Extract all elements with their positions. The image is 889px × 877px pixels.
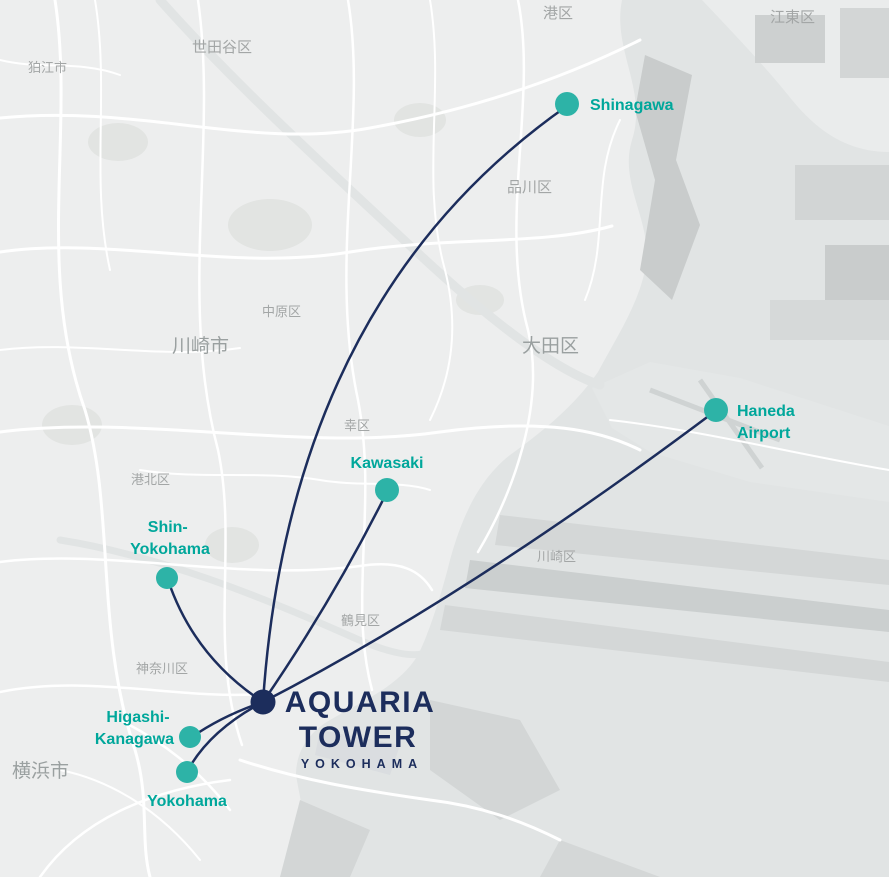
yokohama-pier: [280, 800, 370, 877]
station-label-haneda-airport: Haneda Airport: [737, 403, 799, 442]
district-label-kawasaki-ku: 川崎区: [537, 549, 576, 564]
bay-pier: [770, 300, 889, 340]
hub-subtitle: YOKOHAMA: [301, 757, 423, 771]
route-haneda-airport: [261, 410, 716, 704]
station-dot-shin-yokohama: [156, 567, 178, 589]
kawasaki-pier: [440, 605, 889, 682]
district-label-setagaya: 世田谷区: [192, 39, 252, 56]
hub-title-line2: TOWER: [299, 721, 418, 754]
label-line: Kanagawa: [95, 731, 174, 748]
route-shin-yokohama: [166, 578, 265, 704]
route-shinagawa: [261, 104, 569, 704]
yokohama-pier: [430, 700, 560, 820]
district-label-tsurumi: 鶴見区: [341, 613, 380, 628]
station-higashi-kanagawa: Higashi- Kanagawa: [95, 709, 201, 748]
bay-pier: [795, 165, 889, 220]
kawasaki-pier: [465, 560, 889, 632]
station-dot-higashi-kanagawa: [179, 726, 201, 748]
district-label-kohoku: 港北区: [131, 472, 170, 487]
route-kawasaki: [261, 490, 389, 704]
tama-river: [155, 0, 605, 390]
station-label-yokohama: Yokohama: [147, 793, 227, 810]
park-area: [88, 123, 148, 161]
park-area: [228, 199, 312, 251]
station-haneda-airport: Haneda Airport: [704, 398, 799, 442]
station-dot-kawasaki: [375, 478, 399, 502]
station-label-shin-yokohama: Shin- Yokohama: [130, 519, 210, 558]
station-label-higashi-kanagawa: Higashi- Kanagawa: [95, 709, 174, 748]
district-label-saiwai: 幸区: [344, 418, 370, 433]
hub-dot: [250, 689, 276, 715]
label-line: Airport: [737, 425, 791, 442]
station-shinagawa: Shinagawa: [555, 92, 674, 116]
hub-title-line1: AQUARIA: [285, 686, 436, 719]
yokohama-pier: [315, 730, 400, 775]
haneda-runway: [697, 378, 765, 470]
district-label-kanagawa-ku: 神奈川区: [136, 661, 188, 676]
hub-aquaria-tower: AQUARIA TOWER YOKOHAMA: [250, 686, 436, 771]
tsurumi-river: [56, 536, 432, 659]
park-area: [394, 103, 446, 137]
station-yokohama: Yokohama: [147, 761, 227, 810]
district-label-ota: 大田区: [522, 335, 579, 357]
district-label-minato: 港区: [543, 5, 573, 22]
station-dot-shinagawa: [555, 92, 579, 116]
yokohama-pier: [540, 840, 660, 877]
label-line: Haneda: [737, 403, 795, 420]
district-label-shinagawa-ku: 品川区: [507, 179, 552, 196]
kawasaki-pier: [495, 515, 889, 585]
district-label-yokohama-shi: 横浜市: [12, 760, 69, 782]
station-label-kawasaki: Kawasaki: [351, 455, 424, 472]
district-labels: 狛江市 世田谷区 港区 江東区 品川区 中原区 川崎市 大田区 幸区 港北区 川…: [12, 5, 815, 782]
waterfront-pier: [635, 55, 700, 300]
district-label-koto: 江東区: [770, 9, 815, 26]
route-lines: [166, 104, 716, 772]
park-area: [205, 527, 259, 563]
station-label-shinagawa: Shinagawa: [590, 97, 674, 114]
label-line: Shin-: [148, 519, 188, 536]
label-line: Higashi-: [106, 709, 169, 726]
station-kawasaki: Kawasaki: [351, 455, 424, 502]
station-dot-haneda-airport: [704, 398, 728, 422]
station-dot-yokohama: [176, 761, 198, 783]
koto-block: [840, 8, 889, 78]
district-label-nakahara: 中原区: [262, 304, 301, 319]
label-line: Yokohama: [130, 541, 210, 558]
district-label-komae: 狛江市: [28, 60, 67, 75]
koto-block: [755, 15, 825, 63]
station-shin-yokohama: Shin- Yokohama: [130, 519, 210, 589]
district-label-kawasaki-shi: 川崎市: [172, 335, 229, 357]
